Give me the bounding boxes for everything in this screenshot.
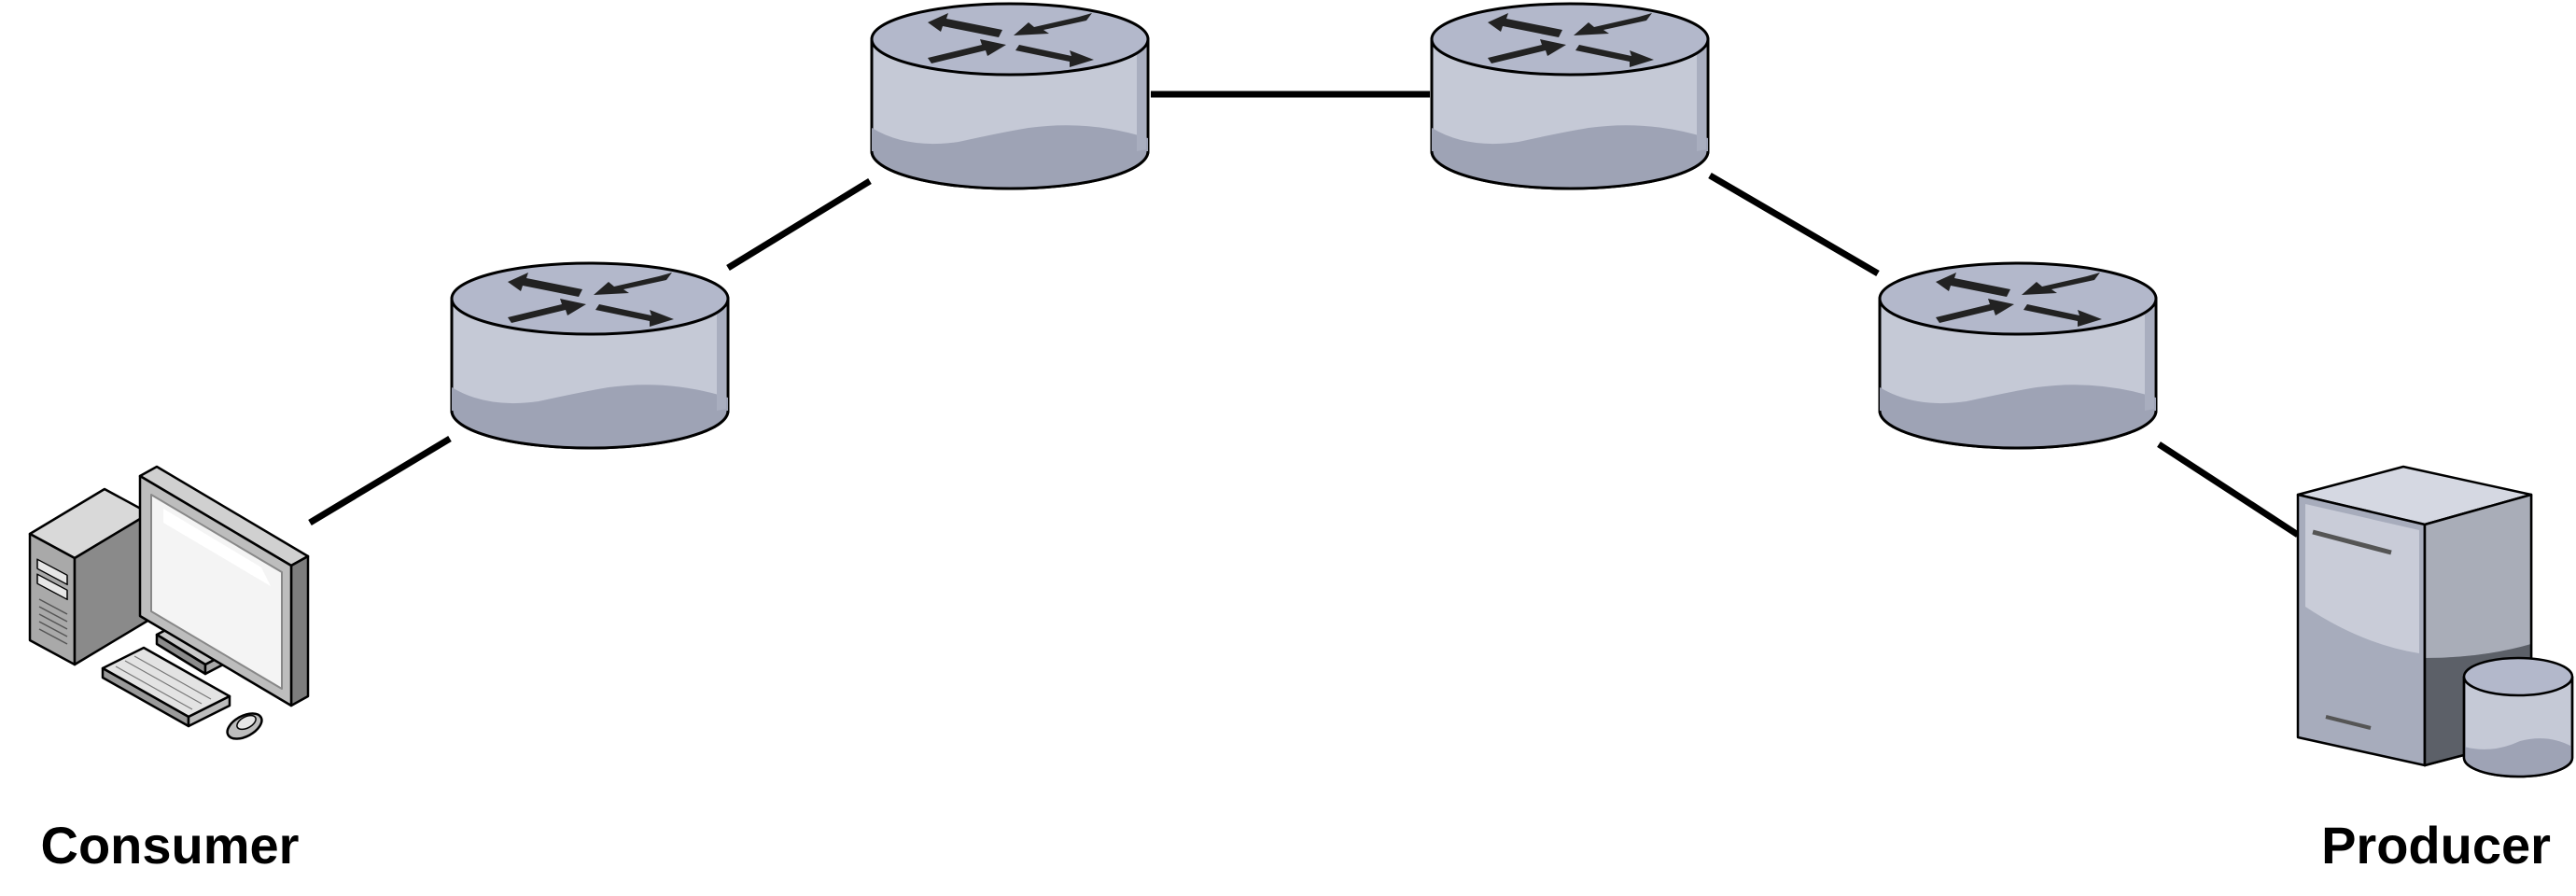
router-icon: [1430, 2, 1710, 190]
link-router4-producer: [2157, 441, 2300, 538]
server-icon: [2296, 465, 2574, 778]
producer-label: Producer: [2321, 816, 2551, 875]
network-links: [308, 91, 2300, 538]
router-icon: [450, 261, 730, 450]
consumer-label: Consumer: [41, 816, 300, 875]
link-consumer-router1: [308, 435, 452, 526]
link-router3-router4: [1708, 172, 1880, 277]
link-router1-router2: [726, 178, 872, 271]
router-icon: [870, 2, 1150, 190]
desktop-computer-icon: [28, 465, 310, 740]
router-icon: [1878, 261, 2158, 450]
